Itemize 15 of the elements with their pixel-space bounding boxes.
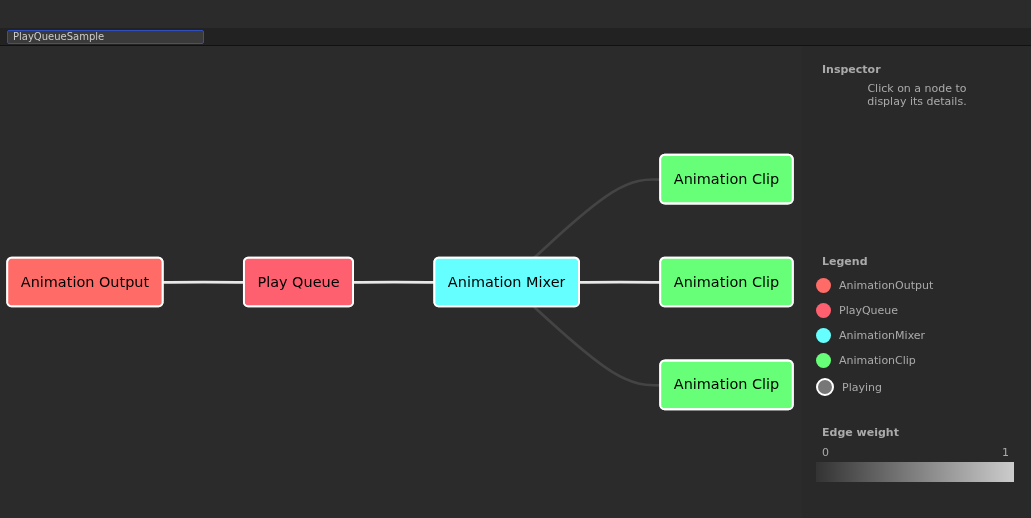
legend-label: AnimationMixer <box>839 329 926 342</box>
panel-heading: Inspector <box>822 63 881 76</box>
dropdown: PlayQueueSample <box>7 30 204 44</box>
scale-label: 1 <box>1002 446 1009 459</box>
legend-label: AnimationClip <box>839 354 916 367</box>
legend-label: PlayQueue <box>839 304 899 317</box>
scale-label: 0 <box>822 446 829 459</box>
legend-heading: Legend <box>822 255 868 268</box>
section-heading: Edge weight <box>822 426 899 439</box>
connector <box>532 305 661 387</box>
hint-text: Click on a node to display its details. <box>866 82 968 108</box>
legend-label: AnimationOutput <box>839 279 934 292</box>
legend-label: Playing <box>842 380 882 394</box>
connector <box>353 280 435 284</box>
connector <box>579 280 661 284</box>
